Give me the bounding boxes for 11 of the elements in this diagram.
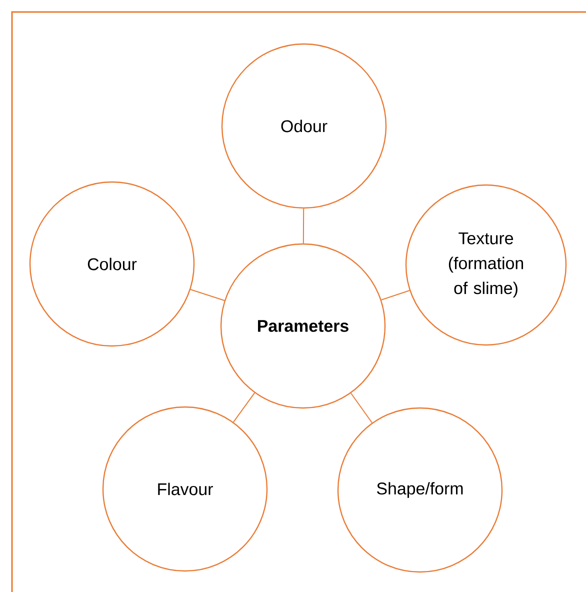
- circle-node: Flavour: [102, 406, 268, 572]
- circle-node: Texture (formation of slime): [405, 184, 567, 346]
- connector-line: [190, 289, 225, 301]
- connector-line: [302, 208, 304, 244]
- circle-node: Parameters: [220, 243, 386, 409]
- circle-node: Shape/form: [337, 407, 503, 573]
- circle-node: Odour: [221, 43, 387, 209]
- connector-line: [350, 392, 373, 424]
- connector-line: [232, 392, 256, 423]
- connector-line: [380, 290, 410, 300]
- circle-node: Colour: [29, 181, 195, 347]
